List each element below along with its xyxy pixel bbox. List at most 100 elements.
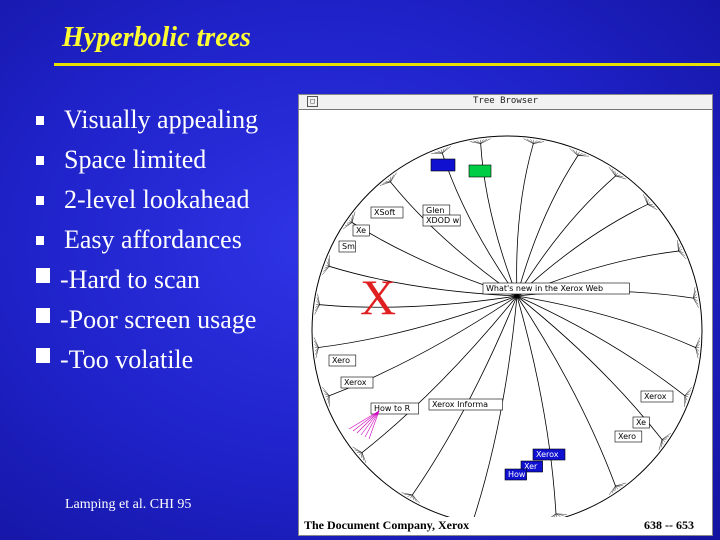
tree-node-label[interactable]: Xer (524, 462, 538, 471)
tree-leaf-edge (678, 246, 681, 252)
tree-leaf-edge (526, 138, 534, 144)
square-bullet-icon (36, 348, 50, 363)
tree-leaf-edge (678, 250, 687, 260)
tree-leaf-edge (647, 204, 658, 210)
tree-edge (480, 143, 518, 297)
tree-leaf-edge (434, 151, 443, 154)
tree-boundary-circle (311, 135, 703, 517)
tree-node-box[interactable] (370, 206, 404, 219)
tree-node-label[interactable]: Glen (426, 206, 444, 215)
tree-leaf-edge (346, 222, 353, 224)
tree-leaf-edge (695, 347, 699, 355)
tree-node-box[interactable] (352, 224, 370, 237)
tree-leaf-edge (575, 150, 579, 156)
tree-leaf-edge (643, 194, 648, 205)
tree-node-label[interactable]: What's new in the Xerox Web (486, 284, 603, 293)
tree-node-label[interactable]: XSoft (374, 208, 395, 217)
tree-leaf-edge (407, 494, 413, 497)
tree-node-box[interactable] (640, 390, 674, 403)
tree-edge (516, 295, 557, 514)
highlight-edge (360, 410, 380, 436)
square-bullet-icon (36, 268, 50, 283)
highlight-edge (368, 410, 380, 440)
tree-leaf-edge (577, 155, 589, 157)
tree-edge (516, 175, 616, 297)
tree-leaf-edge (325, 395, 330, 398)
tree-leaf-edge (555, 513, 564, 516)
tree-node-label[interactable]: Xerox (344, 378, 367, 387)
tree-node-label[interactable]: Xero (618, 432, 636, 441)
tree-node-box[interactable] (340, 376, 374, 389)
tree-node-box[interactable] (428, 398, 503, 411)
tree-leaf-edge (577, 151, 580, 156)
tree-node-box[interactable] (422, 214, 461, 227)
tree-leaf-edge (315, 347, 319, 355)
tree-node-label[interactable]: Xerox (536, 450, 559, 459)
tree-node-label[interactable]: Xerox Informa (432, 400, 488, 409)
tree-leaf-edge (608, 166, 616, 177)
tree-leaf-edge (354, 449, 363, 453)
tree-node-box[interactable] (504, 468, 527, 481)
tree-leaf-edge (358, 452, 363, 456)
tree-leaf-edge (678, 250, 684, 253)
tree-node-box[interactable] (632, 416, 650, 429)
tree-leaf-edge (316, 300, 320, 305)
tree-leaf-edge (693, 293, 697, 299)
tree-leaf-edge (313, 337, 319, 348)
tree-leaf-edge (684, 390, 691, 396)
tree-leaf-edge (390, 174, 394, 183)
tree-leaf-edge (437, 150, 443, 154)
tree-edge (516, 155, 579, 297)
highlight-edge (356, 410, 380, 434)
tree-node-label[interactable]: Xe (636, 418, 646, 427)
tree-node-box[interactable] (614, 430, 643, 443)
tree-node-box[interactable] (370, 402, 419, 415)
window-menu-icon[interactable]: □ (307, 96, 318, 107)
tree-edge (361, 295, 518, 453)
focus-node-green[interactable] (468, 164, 492, 178)
tree-leaf-edge (693, 297, 698, 299)
tree-node-label[interactable]: Sm (342, 242, 355, 251)
tree-leaf-edge (572, 149, 579, 156)
tree-node-box[interactable] (328, 354, 357, 367)
window-titlebar: □ Tree Browser (299, 95, 712, 110)
tree-node-label[interactable]: Xerox (644, 392, 667, 401)
tree-leaf-edge (440, 149, 443, 154)
tree-leaf-edge (614, 485, 616, 492)
tree-node-box[interactable] (482, 282, 630, 295)
citation: Lamping et al. CHI 95 (65, 497, 192, 512)
tree-leaf-edge (615, 175, 624, 178)
tree-leaf-edge (684, 387, 692, 396)
tree-leaf-edge (693, 297, 698, 302)
x-mark: X (360, 269, 397, 325)
tree-node-label[interactable]: Xe (356, 226, 366, 235)
tree-leaf-edge (469, 141, 481, 144)
square-bullet-icon (36, 308, 50, 323)
tree-node-label[interactable]: How (508, 470, 526, 479)
tree-leaf-edge (661, 432, 672, 440)
tree-node-box[interactable] (532, 448, 566, 461)
tree-leaf-edge (530, 139, 534, 144)
tree-leaf-edge (647, 199, 649, 205)
tree-node-box[interactable] (520, 460, 543, 473)
tree-edge (473, 295, 518, 517)
tree-leaf-edge (412, 494, 417, 502)
square-bullet-icon (36, 236, 44, 245)
tree-leaf-edge (677, 240, 679, 252)
tree-leaf-edge (550, 513, 557, 517)
tree-node-label[interactable]: Xero (332, 356, 350, 365)
tree-node-box[interactable] (338, 240, 356, 253)
tree-leaf-edge (661, 435, 670, 440)
tree-node-label[interactable]: How to R (374, 404, 411, 413)
tree-node-label[interactable]: XDOD w (426, 216, 460, 225)
focus-node-blue[interactable] (430, 158, 456, 172)
tree-leaf-edge (401, 492, 413, 496)
tree-leaf-edge (480, 138, 491, 144)
tree-leaf-edge (326, 395, 330, 401)
tree-leaf-edge (442, 148, 445, 154)
tree-edge (516, 143, 534, 297)
tree-leaf-edge (555, 513, 567, 515)
tree-leaf-edge (614, 170, 616, 177)
